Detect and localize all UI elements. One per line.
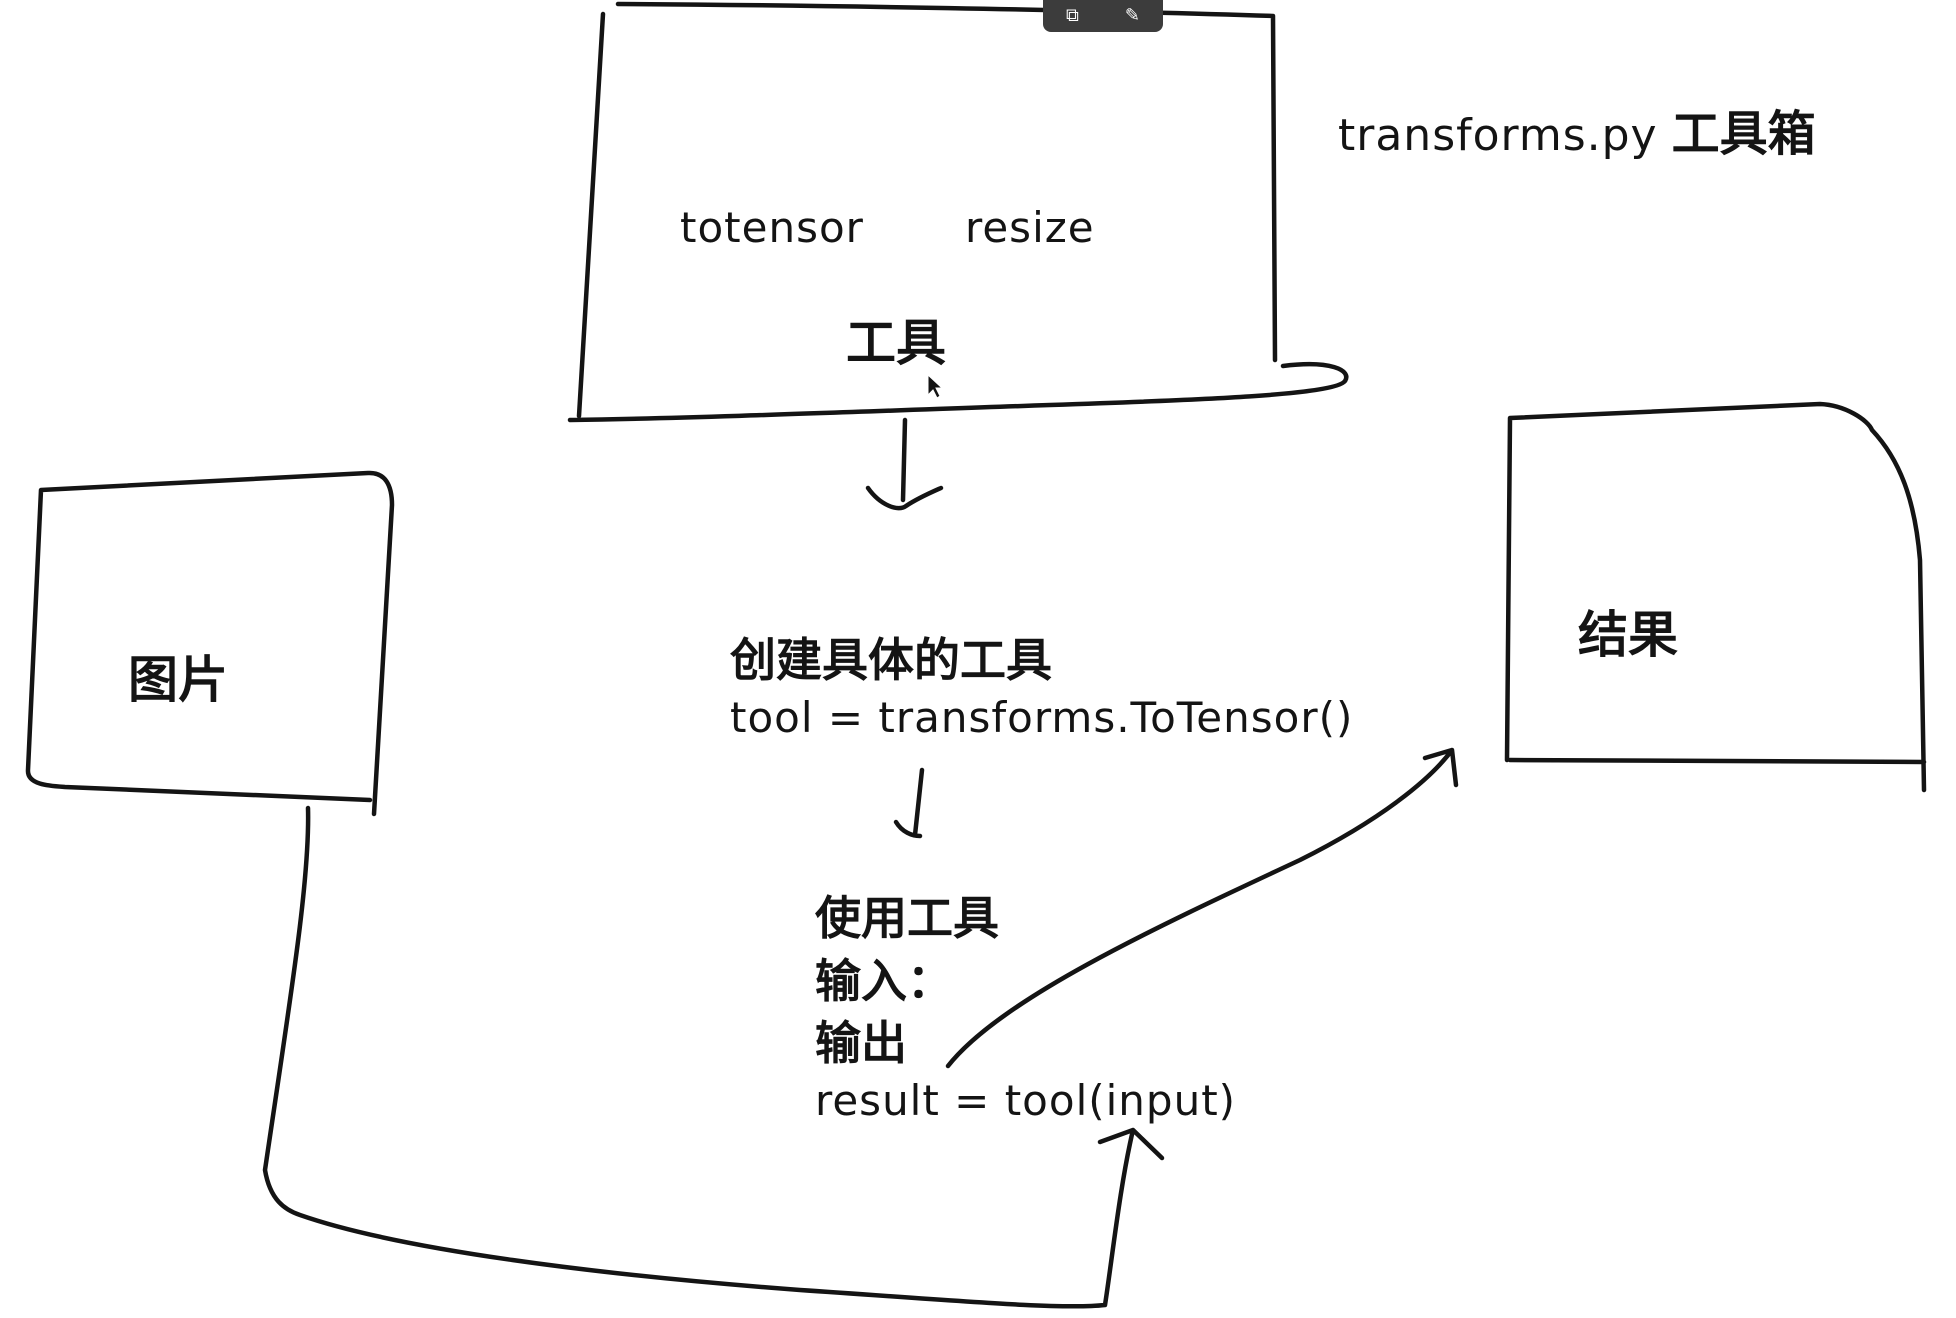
toolbox-item-resize: resize bbox=[965, 203, 1095, 252]
edit-sparkle-icon[interactable]: ✎ bbox=[1124, 5, 1140, 26]
toolbox-title-code: transforms.py bbox=[1338, 110, 1658, 161]
window-icon[interactable]: ⧉ bbox=[1066, 5, 1079, 26]
cursor-pointer-icon bbox=[927, 373, 944, 399]
arrow-use-to-result bbox=[945, 747, 1459, 1069]
step-use-input: 输入： bbox=[815, 954, 953, 1008]
step-use-code: result = tool(input) bbox=[815, 1076, 1237, 1125]
floating-toolbar: ⧉ ✎ bbox=[1043, 0, 1163, 32]
toolbox-label: 工具 bbox=[846, 314, 946, 372]
image-label: 图片 bbox=[128, 651, 228, 709]
toolbox-box bbox=[567, 1, 1349, 423]
step-use-title: 使用工具 bbox=[815, 891, 999, 945]
result-box bbox=[1504, 401, 1927, 793]
arrow-toolbox-to-create bbox=[865, 417, 944, 511]
step-create-title: 创建具体的工具 bbox=[730, 633, 1052, 687]
step-create-code: tool = transforms.ToTensor() bbox=[730, 693, 1354, 742]
toolbox-title: transforms.py 工具箱 bbox=[1338, 110, 1816, 158]
arrow-create-to-use bbox=[893, 767, 925, 839]
image-box bbox=[25, 470, 395, 817]
toolbox-item-totensor: totensor bbox=[680, 203, 864, 252]
step-use-output: 输出 bbox=[815, 1016, 907, 1070]
arrow-image-to-input bbox=[262, 805, 1165, 1309]
result-label: 结果 bbox=[1578, 606, 1678, 664]
toolbox-title-cn: 工具箱 bbox=[1671, 106, 1816, 162]
